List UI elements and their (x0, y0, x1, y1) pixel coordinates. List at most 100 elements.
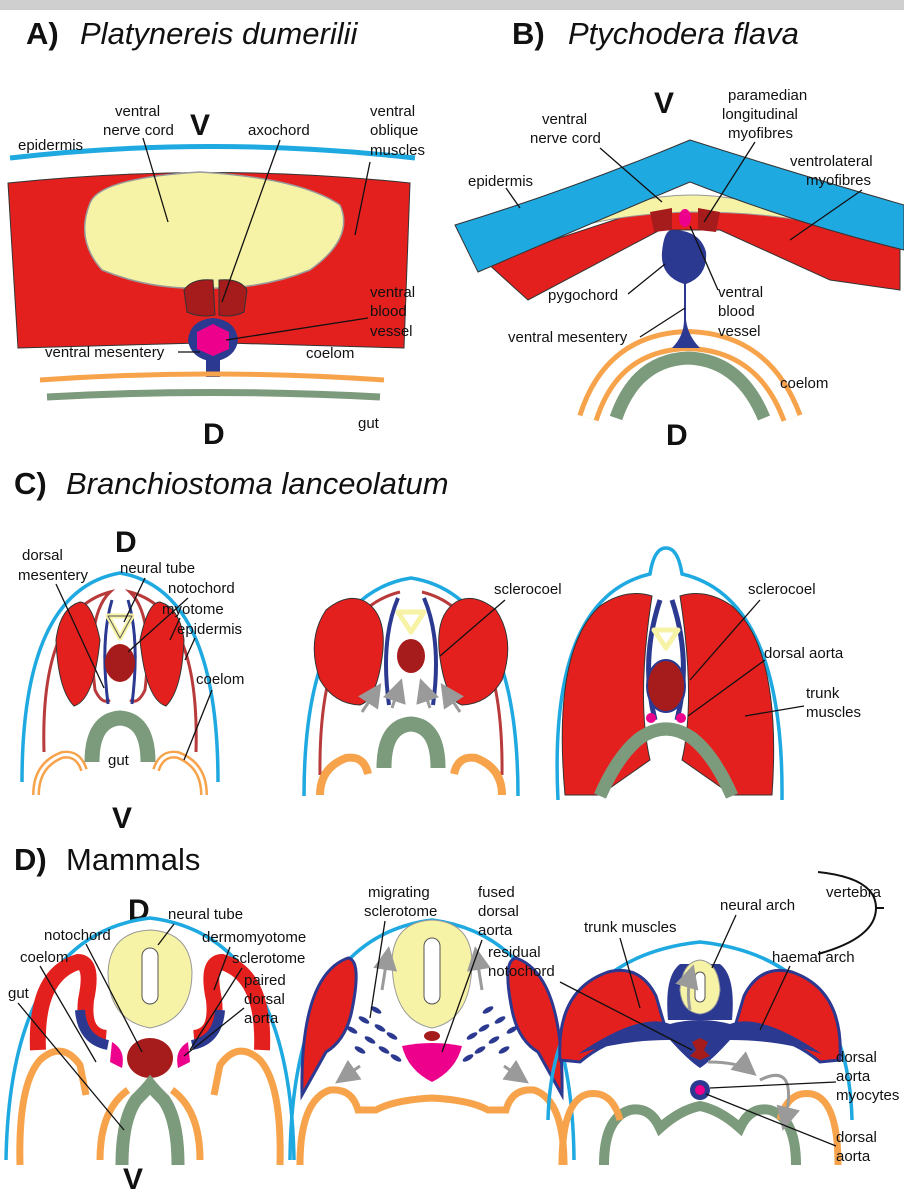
d2-label-fused-3: aorta (478, 922, 513, 939)
c1-label-gut: gut (108, 752, 130, 769)
c3-trunk-muscles-right (680, 594, 774, 795)
panel-b-label-epidermis: epidermis (468, 173, 533, 190)
c1-label-dorsal-1: dorsal (22, 547, 63, 564)
c1-neural-tube (108, 616, 132, 638)
panel-d-title: Mammals (66, 842, 200, 877)
panel-b-label-paramedian-3: myofibres (728, 125, 793, 142)
c1-label-coelom: coelom (196, 671, 244, 688)
panel-b-label-vbv-3: vessel (718, 323, 761, 340)
panel-b-species: Ptychodera flava (568, 16, 799, 51)
c2-sclerocoel-left (386, 598, 398, 705)
c1-coelom-left (36, 755, 84, 795)
c2-label-sclerocoel: sclerocoel (494, 581, 562, 598)
panel-b-label-vnc-2: nerve cord (530, 130, 601, 147)
panel-a-label-vbv-1: ventral (370, 284, 415, 301)
panel-b-axis-d: D (666, 419, 688, 452)
c2-gut (384, 724, 438, 768)
d3-label-myocytes-1: dorsal (836, 1049, 877, 1066)
panel-a-species: Platynereis dumerilii (80, 16, 358, 51)
c3-dorsal-aorta-right (676, 713, 686, 723)
d3-label-aorta-2: aorta (836, 1148, 871, 1165)
panel-a-label-gut: gut (358, 415, 380, 432)
panel-b-label-coelom: coelom (780, 375, 828, 392)
panel-c-stage-2: sclerocoel (304, 578, 562, 796)
panel-b-label-vbv-1: ventral (718, 284, 763, 301)
panel-b: B) Ptychodera flava V D ventral nerve co… (455, 16, 904, 452)
d1-coelom-right (214, 1051, 280, 1165)
d3-dorsal-aorta (695, 1085, 705, 1095)
d3-label-neural-arch: neural arch (720, 897, 795, 914)
panel-c: C) Branchiostoma lanceolatum D V dorsal … (14, 466, 861, 835)
d1-label-aorta-1: paired (244, 972, 286, 989)
panel-a-label-vbv-2: blood (370, 303, 407, 320)
d1-label-dermomyotome: dermomyotome (202, 929, 306, 946)
panel-b-paramedian-left (650, 208, 672, 232)
panel-d-stage-1: notochord neural tube dermomyotome coelo… (6, 906, 306, 1165)
d2-coelom (300, 1090, 564, 1165)
c3-label-trunk-2: muscles (806, 704, 861, 721)
panel-b-label-ventrolateral-1: ventrolateral (790, 153, 873, 170)
c2-coelom-right (454, 758, 502, 795)
c2-neural-tube (398, 612, 424, 632)
panel-a-axis-v: V (190, 109, 210, 142)
d1-coelom-left (20, 1051, 86, 1165)
panel-b-ventral-blood-vessel (679, 209, 691, 227)
c2-notochord (397, 639, 425, 673)
panel-c-axis-d: D (115, 526, 137, 559)
c3-label-dorsal-aorta: dorsal aorta (764, 645, 844, 662)
d2-label-migrating-2: sclerotome (364, 903, 437, 920)
d3-label-haemal-arch: haemal arch (772, 949, 855, 966)
c1-coelom-right (156, 755, 204, 795)
d1-label-gut: gut (8, 985, 30, 1002)
panel-d-axis-v: V (123, 1163, 143, 1189)
panel-a-label-epidermis: epidermis (18, 137, 83, 154)
panel-c-species: Branchiostoma lanceolatum (66, 466, 449, 501)
d3-gut (604, 1106, 796, 1165)
c1-myotome-left (56, 602, 100, 706)
panel-a-label-mesentery: ventral mesentery (45, 344, 165, 361)
panel-b-label-vbv-2: blood (718, 303, 755, 320)
c1-label-dorsal-2: mesentery (18, 567, 89, 584)
d2-fused-aorta (402, 1043, 462, 1082)
panel-a-label-oblique-1: ventral (370, 103, 415, 120)
panel-b-axis-v: V (654, 87, 674, 120)
panel-b-letter: B) (512, 16, 545, 51)
c2-sclerocoel-right (424, 598, 436, 705)
panel-a-label-vnc-1: ventral (115, 103, 160, 120)
d3-label-myocytes-3: myocytes (836, 1087, 899, 1104)
d2-label-fused-1: fused (478, 884, 515, 901)
d3-label-trunk-muscles: trunk muscles (584, 919, 677, 936)
c2-myotome-right (439, 598, 508, 705)
d1-label-neural-tube: neural tube (168, 906, 243, 923)
d1-neural-canal (142, 948, 158, 1004)
panel-d: D) Mammals D V notochord neural tube der… (6, 842, 899, 1189)
panel-a-letter: A) (26, 16, 59, 51)
d1-paired-aorta-right (177, 1042, 190, 1068)
d1-gut (122, 1085, 178, 1165)
d3-neural-canal (695, 972, 705, 1002)
panel-b-gut (616, 358, 764, 418)
d1-label-sclerotome: sclerotome (232, 950, 305, 967)
d3-label-myocytes-2: aorta (836, 1068, 871, 1085)
panel-a-axis-d: D (203, 418, 225, 451)
c3-label-trunk-1: trunk (806, 685, 840, 702)
d3-label-aorta-1: dorsal (836, 1129, 877, 1146)
panel-b-label-pygochord: pygochord (548, 287, 618, 304)
panel-b-label-mesentery: ventral mesentery (508, 329, 628, 346)
c3-label-sclerocoel: sclerocoel (748, 581, 816, 598)
d2-label-fused-2: dorsal (478, 903, 519, 920)
d1-label-coelom: coelom (20, 949, 68, 966)
c1-label-neural-tube: neural tube (120, 560, 195, 577)
c3-notochord (647, 660, 685, 712)
d3-label-residual-1: residual (488, 944, 541, 961)
c3-dorsal-aorta-left (646, 713, 656, 723)
d2-neural-canal (424, 938, 440, 1004)
c1-label-myotome: myotome (162, 601, 224, 618)
d1-label-notochord: notochord (44, 927, 111, 944)
panel-b-paramedian-right (698, 208, 720, 232)
d1-label-aorta-3: aorta (244, 1010, 279, 1027)
d3-label-residual-2: notochord (488, 963, 555, 980)
c2-myotome-left (314, 598, 383, 705)
d3-muscle-right (734, 970, 840, 1062)
